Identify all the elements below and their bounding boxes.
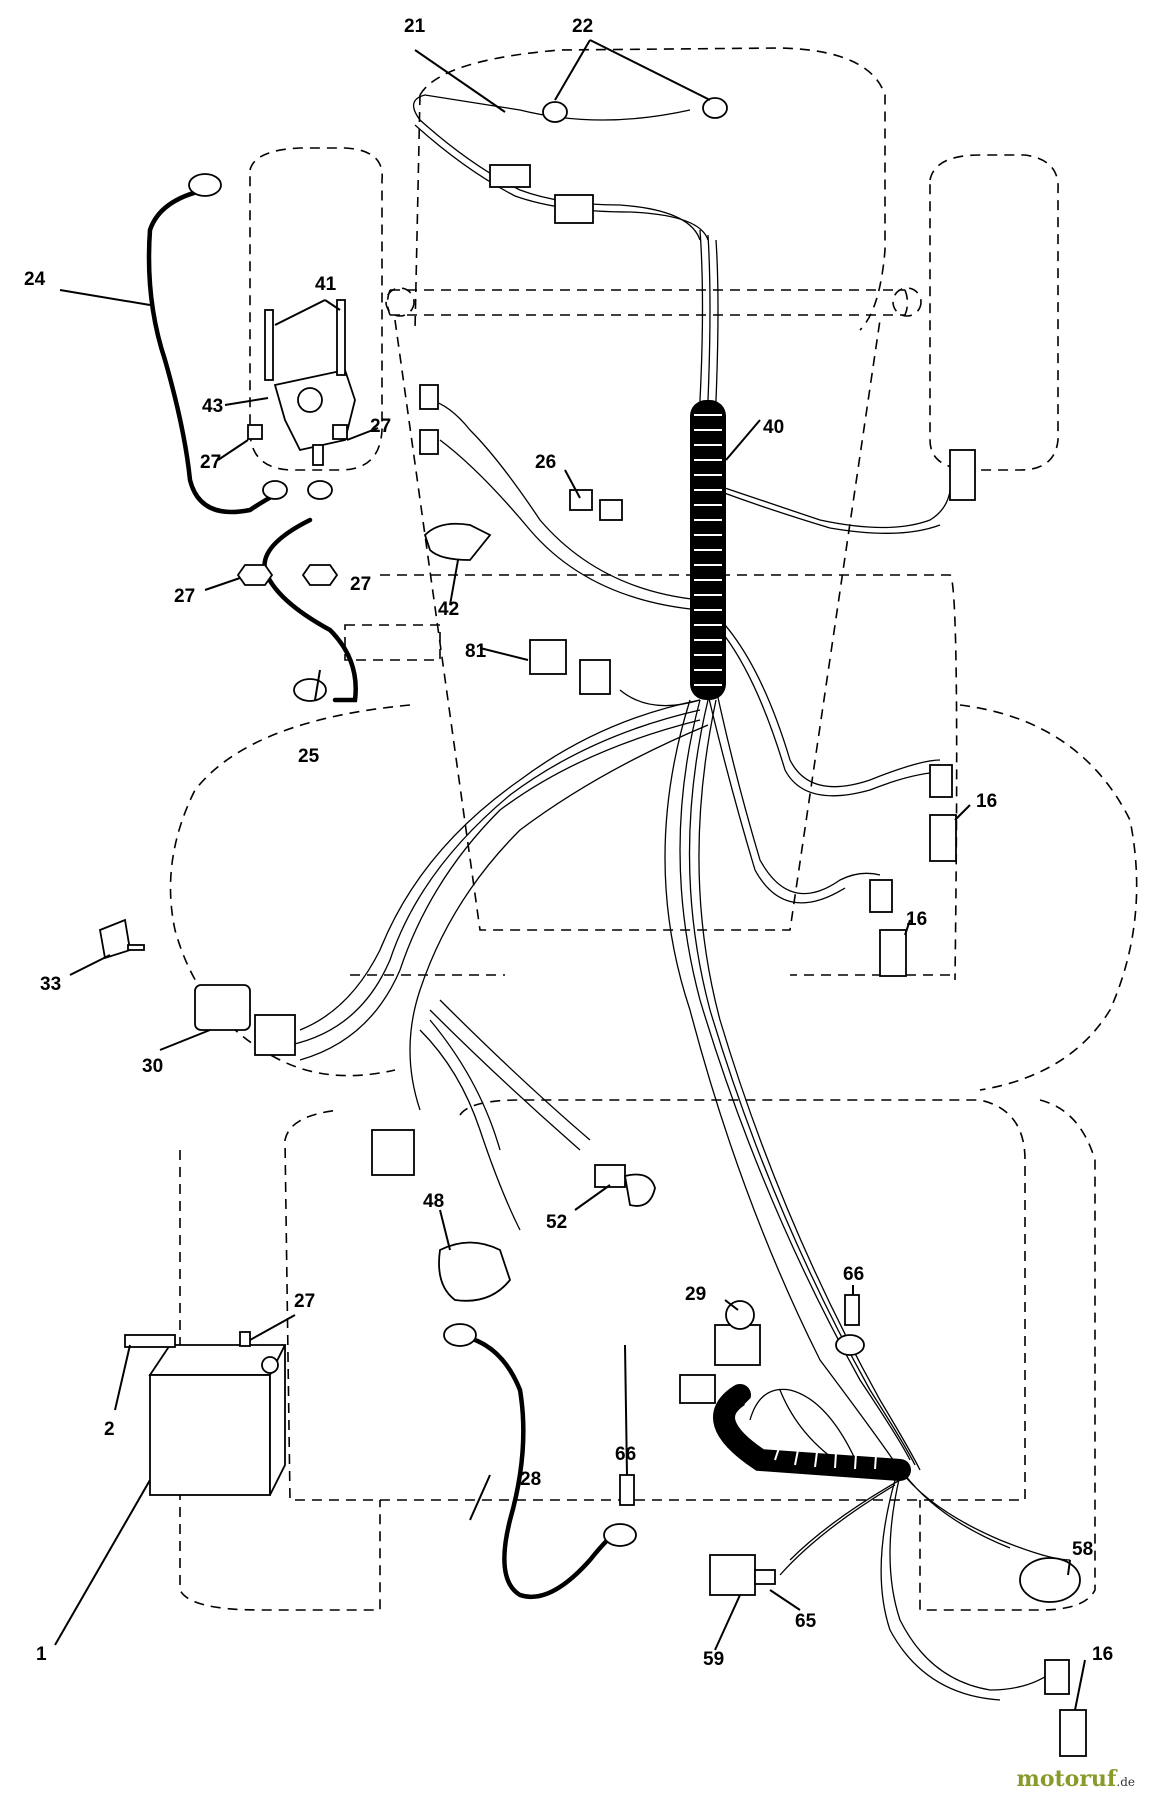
connector-48: [438, 1241, 512, 1302]
front-axle-outline: [386, 289, 909, 316]
ground-cable-25: [262, 517, 358, 703]
ring-terminals: [188, 173, 865, 1547]
rear-corrugated-sleeve: [713, 1384, 911, 1481]
rear-right-wheel-outline: [959, 704, 1138, 1091]
right-pedal-branch-1: [715, 614, 946, 797]
headlight-bulbs: [542, 97, 728, 123]
alarm-58: [1019, 1557, 1081, 1603]
callout-30: 30: [142, 1056, 163, 1077]
starter-solenoid: [247, 299, 356, 466]
connector-52-branch: [429, 999, 591, 1151]
main-harness: [289, 94, 1071, 1701]
key-33: [98, 918, 145, 960]
right-headlight-branch: [715, 469, 952, 534]
rear-branch-1: [679, 699, 911, 1461]
front-connectors: [419, 164, 976, 521]
frame-outline: [350, 319, 958, 981]
left-dash-branch: [429, 399, 701, 611]
front-right-wheel-outline: [929, 154, 1059, 471]
ignition-branch-1: [299, 699, 701, 1031]
callout-59: 59: [703, 1649, 724, 1670]
callout-25: 25: [298, 746, 320, 767]
callout-28: 28: [520, 1469, 541, 1490]
callout-40: 40: [763, 417, 784, 438]
callout-27d: 27: [350, 574, 371, 595]
tractor-outline: [169, 47, 1138, 1611]
callout-labels: 1 2 16 16 16 21 22 24 25 26 27 27 27 27 …: [24, 16, 1113, 1670]
callout-27a: 27: [200, 452, 221, 473]
callout-58: 58: [1072, 1539, 1093, 1560]
battery-cable-28: [452, 1332, 623, 1600]
rear-branch-4: [664, 699, 901, 1471]
callout-41: 41: [315, 274, 337, 295]
callout-22: 22: [572, 16, 593, 37]
callout-81: 81: [465, 641, 487, 662]
rear-switch-branch: [880, 1474, 1056, 1701]
callout-21: 21: [404, 16, 426, 37]
harness-trunk-wire-3: [715, 239, 719, 690]
callout-27c: 27: [174, 586, 195, 607]
harness-trunk-wire-1: [699, 229, 704, 690]
connector-block: [371, 1129, 415, 1176]
boot-42: [423, 522, 492, 561]
switch-connectors-16: [869, 764, 1087, 1757]
seat-switch-59: [709, 1554, 776, 1596]
left-axle-pivot: [385, 287, 415, 317]
callout-66a: 66: [843, 1264, 864, 1285]
dash-outline: [344, 624, 441, 661]
headlight-branch: [413, 94, 701, 241]
corrugated-sleeve: [690, 400, 726, 700]
callout-1: 1: [36, 1644, 47, 1665]
rear-branch-2: [688, 699, 916, 1466]
callout-52: 52: [546, 1212, 567, 1233]
rear-left-wheel-outline: [169, 704, 411, 1077]
callout-27e: 27: [294, 1291, 315, 1312]
callout-48: 48: [423, 1191, 444, 1212]
callout-16c: 16: [1092, 1644, 1113, 1665]
callout-16b: 16: [906, 909, 927, 930]
connector-48-branch: [419, 1019, 521, 1231]
ignition-branch-4: [409, 724, 709, 1111]
callout-66b: 66: [615, 1444, 636, 1465]
hood-outline: [414, 47, 886, 331]
right-pedal-branch-2: [699, 649, 881, 904]
front-left-wheel-outline: [249, 147, 383, 471]
solenoid-29: [679, 1300, 761, 1404]
connector-52: [594, 1164, 656, 1207]
callout-26: 26: [535, 452, 556, 473]
callout-24: 24: [24, 269, 46, 290]
battery: [124, 1331, 287, 1496]
callout-27b: 27: [370, 416, 391, 437]
callout-2: 2: [104, 1419, 115, 1440]
ignition-branch-3: [299, 719, 701, 1061]
watermark: motoruf.de: [1017, 1766, 1135, 1792]
leader-lines: [54, 39, 1086, 1711]
ignition-branch-2: [289, 709, 701, 1046]
callout-42: 42: [438, 599, 459, 620]
relay-branch: [619, 689, 701, 707]
ignition-switch: [194, 984, 296, 1056]
seat-outline: [284, 1099, 1026, 1501]
callout-33: 33: [40, 974, 61, 995]
callout-29: 29: [685, 1284, 706, 1305]
watermark-brand: motoruf: [1016, 1766, 1117, 1792]
battery-cable-24: [146, 187, 278, 515]
relay-81: [529, 639, 611, 695]
rear-deck-outline: [179, 1099, 1096, 1611]
callout-43: 43: [202, 396, 223, 417]
rear-branch-3: [698, 699, 921, 1471]
watermark-suffix: .de: [1116, 1775, 1135, 1789]
harness-trunk-wire-2: [707, 234, 711, 690]
callout-65: 65: [795, 1611, 817, 1632]
seat-switch-branch: [899, 1469, 1071, 1561]
plunger-branch: [779, 1479, 901, 1576]
callout-16a: 16: [976, 791, 997, 812]
right-axle-pivot: [892, 287, 922, 317]
nuts: [236, 564, 339, 586]
